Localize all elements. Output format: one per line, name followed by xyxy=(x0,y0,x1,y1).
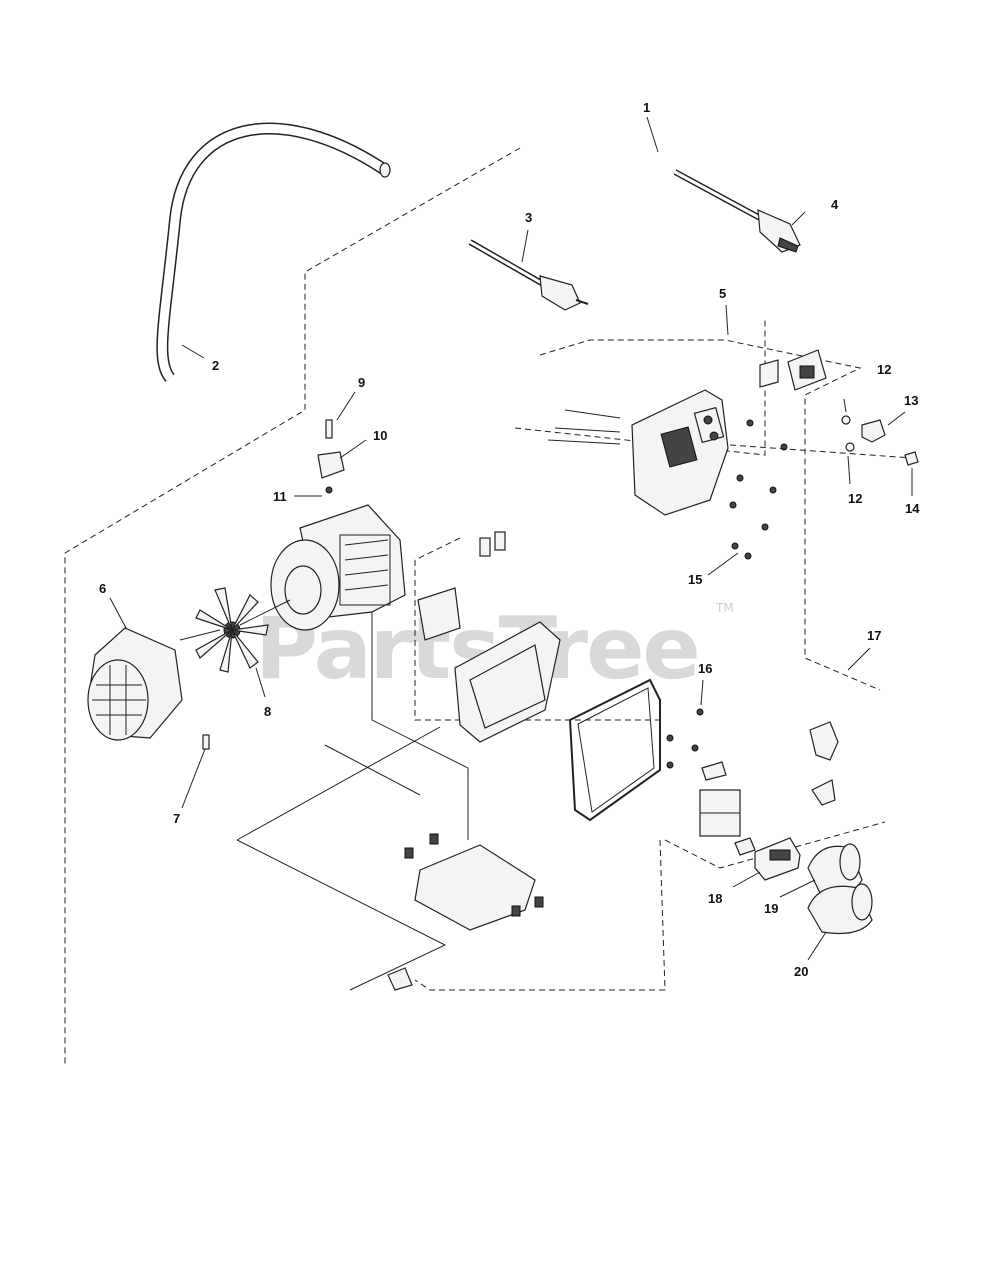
callout-4: 4 xyxy=(831,197,839,212)
callout-13: 13 xyxy=(904,393,918,408)
knob-parts xyxy=(841,415,919,466)
callout-2: 2 xyxy=(212,358,219,373)
callout-9: 9 xyxy=(358,375,365,390)
assembly-guide-lines xyxy=(64,147,886,1065)
callout-12-lower: 12 xyxy=(848,491,862,506)
callout-6: 6 xyxy=(99,581,106,596)
callout-17: 17 xyxy=(867,628,881,643)
base-plate-part xyxy=(387,833,544,991)
motor-part xyxy=(270,504,406,631)
capacitor-parts xyxy=(666,708,873,935)
callout-7: 7 xyxy=(173,811,180,826)
control-panel-part xyxy=(631,349,827,516)
terminal-box-part xyxy=(417,531,661,822)
callout-5: 5 xyxy=(719,286,726,301)
callout-labels: 1 2 3 4 5 6 7 8 9 10 11 12 12 13 14 15 1… xyxy=(99,100,920,979)
watermark-trademark: TM xyxy=(715,601,734,615)
callout-14: 14 xyxy=(905,501,920,516)
callout-19: 19 xyxy=(764,901,778,916)
fan-cover-part xyxy=(87,627,221,741)
fan-part xyxy=(195,587,291,673)
hose-part xyxy=(156,122,391,382)
callout-15: 15 xyxy=(688,572,702,587)
callout-3: 3 xyxy=(525,210,532,225)
panel-screws xyxy=(547,409,913,560)
callout-leader-lines xyxy=(109,116,913,961)
callout-1: 1 xyxy=(643,100,650,115)
callout-20: 20 xyxy=(794,964,808,979)
cord-plug-part xyxy=(468,239,589,311)
callout-18: 18 xyxy=(708,891,722,906)
callout-10: 10 xyxy=(373,428,387,443)
callout-8: 8 xyxy=(264,704,271,719)
power-cord-part xyxy=(673,169,801,253)
switch-parts xyxy=(317,419,345,494)
callout-12-upper: 12 xyxy=(877,362,891,377)
callout-16: 16 xyxy=(698,661,712,676)
cover-screw xyxy=(202,734,210,750)
callout-11: 11 xyxy=(273,489,287,504)
